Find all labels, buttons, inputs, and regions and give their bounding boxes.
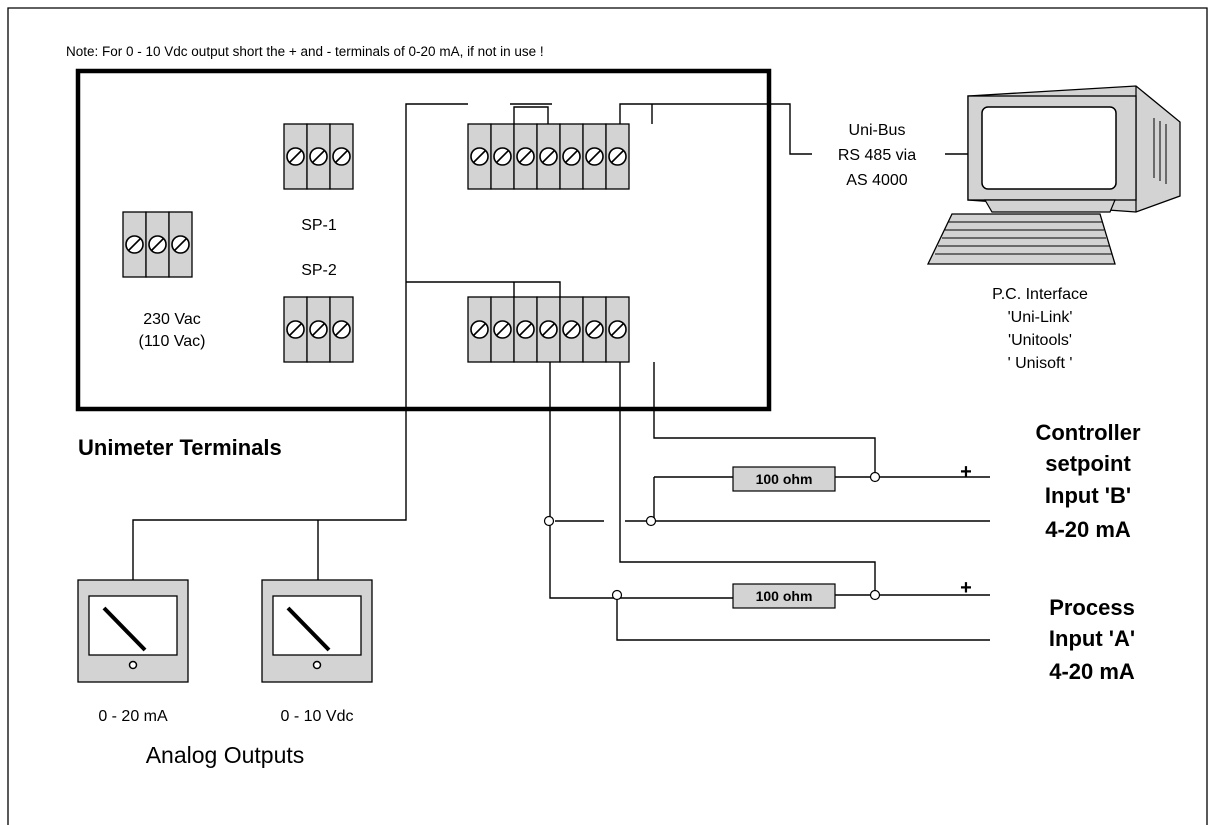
sp2-link-wire [406, 281, 561, 297]
ma-meter [77, 579, 189, 683]
bus-jumper [513, 106, 549, 124]
wiring-note: Note: For 0 - 10 Vdc output short the + … [66, 44, 544, 59]
process-label-line3: 4-20 mA [1049, 659, 1135, 684]
bus-connection [619, 103, 812, 155]
analog-outputs-title: Analog Outputs [146, 742, 305, 768]
process-label-line1: Process [1049, 595, 1135, 620]
vdc-meter-label: 0 - 10 Vdc [281, 708, 354, 725]
controller-label-line3: Input 'B' [1045, 483, 1131, 508]
power-terminal-block [122, 211, 193, 278]
resistor-b [732, 466, 836, 492]
pc-interface-line3: 'Unitools' [1008, 332, 1072, 349]
controller-label-line4: 4-20 mA [1045, 517, 1131, 542]
process-return-wire [616, 595, 990, 641]
input-a-minus-wire [549, 362, 733, 599]
junction-node [869, 471, 881, 483]
sp1-terminal-block [283, 123, 354, 190]
analog-common-wire [132, 103, 468, 580]
process-label-line2: Input 'A' [1049, 626, 1135, 651]
pc-icon [926, 85, 1181, 265]
unimeter-enclosure [75, 68, 772, 412]
power-label-230: 230 Vac [143, 311, 201, 328]
resistor-a [732, 583, 836, 609]
input-a-plus-wire [619, 362, 876, 592]
junction-node [543, 515, 555, 527]
junction-node [611, 589, 623, 601]
vdc-meter [261, 579, 373, 683]
input-b-plus-wire [653, 362, 876, 476]
sp2-label: SP-2 [301, 262, 337, 279]
sp2-terminal-block [283, 296, 354, 363]
pc-interface-line2: 'Uni-Link' [1008, 309, 1073, 326]
process-plus-sign: + [960, 577, 972, 599]
page-frame [7, 7, 1208, 825]
junction-node [869, 589, 881, 601]
controller-plus-sign: + [960, 461, 972, 483]
bus-label-line1: Uni-Bus [849, 122, 906, 139]
pc-interface-line1: P.C. Interface [992, 286, 1088, 303]
junction-node [645, 515, 657, 527]
resistor-b-label: 100 ohm [756, 471, 813, 487]
pc-interface-line4: ' Unisoft ' [1008, 355, 1073, 372]
analog-io-terminal-block [467, 296, 630, 363]
unimeter-terminals-title: Unimeter Terminals [78, 435, 282, 460]
power-label-110: (110 Vac) [139, 333, 206, 350]
controller-label-line1: Controller [1035, 420, 1141, 445]
bus-terminal-block [467, 123, 630, 190]
controller-label-line2: setpoint [1045, 451, 1131, 476]
bus-label-line2: RS 485 via [838, 147, 916, 164]
resistor-a-label: 100 ohm [756, 588, 813, 604]
sp1-label: SP-1 [301, 217, 337, 234]
ma-meter-label: 0 - 20 mA [98, 708, 168, 725]
bus-label-line3: AS 4000 [846, 172, 907, 189]
